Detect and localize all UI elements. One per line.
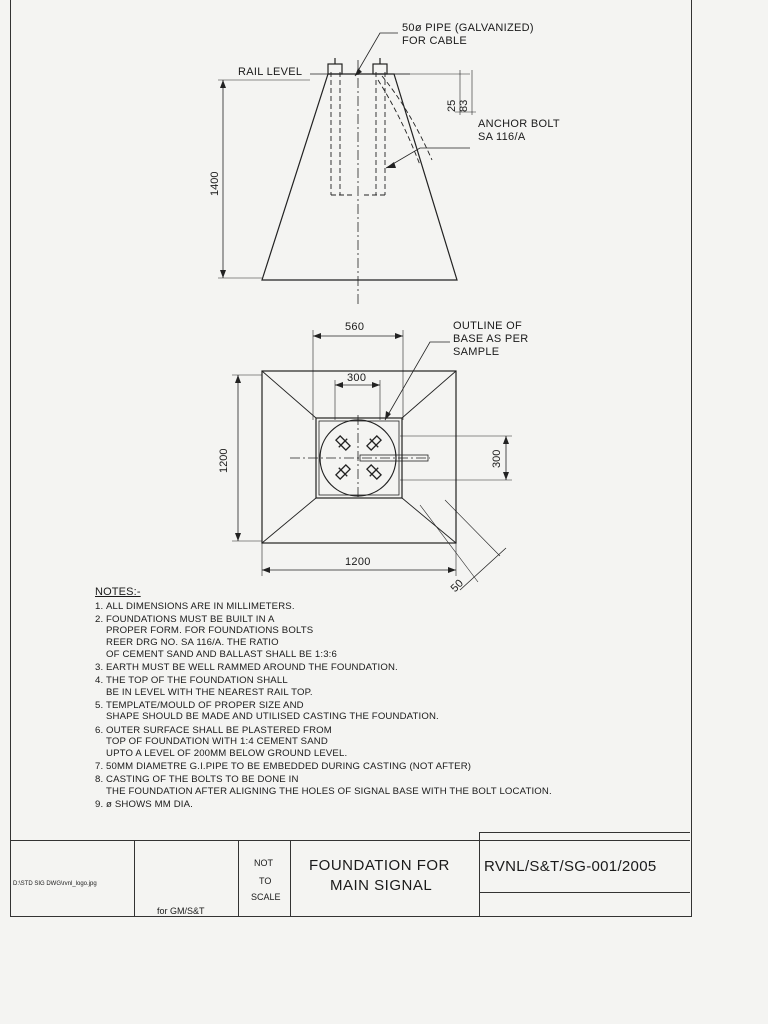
dim-1200-bottom: 1200	[345, 556, 371, 568]
signatory: for GM/S&T	[157, 906, 205, 916]
note-item: 9.ø SHOWS MM DIA.	[95, 798, 193, 810]
outline-label-1: OUTLINE OF	[453, 320, 523, 332]
drawing-number: RVNL/S&T/SG-001/2005	[484, 858, 657, 875]
scale-line-2: TO	[259, 876, 272, 886]
drawing-title-2: MAIN SIGNAL	[330, 877, 433, 894]
notes-list: 1.ALL DIMENSIONS ARE IN MILLIMETERS. 2.F…	[95, 601, 552, 811]
dim-1400: 1400	[209, 171, 221, 196]
scale-line-3: SCALE	[251, 892, 281, 902]
scale-line-1: NOT	[254, 858, 273, 868]
rail-level-label: RAIL LEVEL	[238, 66, 303, 78]
note-item: 6.OUTER SURFACE SHALL BE PLASTERED FROM …	[95, 724, 348, 759]
note-item: 5.TEMPLATE/MOULD OF PROPER SIZE AND SHAP…	[95, 699, 439, 723]
notes-block: NOTES:- 1.ALL DIMENSIONS ARE IN MILLIMET…	[95, 586, 552, 812]
cable-pipe-hidden	[381, 75, 433, 161]
anchor-bolts-elevation	[330, 72, 386, 196]
bolt-symbols-plan	[335, 435, 382, 480]
pipe-label-1: 50ø PIPE (GALVANIZED)	[402, 22, 534, 34]
note-item: 3.EARTH MUST BE WELL RAMMED AROUND THE F…	[95, 661, 398, 673]
dim-83: 83	[458, 99, 470, 112]
notes-heading: NOTES:-	[95, 586, 141, 598]
dim-300-top: 300	[347, 372, 367, 384]
outline-label-2: BASE AS PER	[453, 333, 529, 345]
drawing-sheet	[10, 0, 692, 917]
note-item: 4.THE TOP OF THE FOUNDATION SHALL BE IN …	[95, 674, 313, 698]
outline-label-3: SAMPLE	[453, 346, 500, 358]
foundation-plan-outer	[261, 370, 457, 544]
dim-25: 25	[446, 99, 458, 112]
anchor-bolt-label-2: SA 116/A	[478, 131, 526, 143]
foundation-elevation-outline	[261, 73, 458, 281]
dim-560: 560	[345, 321, 365, 333]
title-block: D:\STD SIG DWG\rvnl_logo.jpg for GM/S&T …	[10, 832, 690, 916]
file-path: D:\STD SIG DWG\rvnl_logo.jpg	[13, 881, 97, 887]
note-item: 2.FOUNDATIONS MUST BE BUILT IN A PROPER …	[95, 613, 337, 660]
dim-1200-side: 1200	[218, 448, 230, 473]
note-item: 8.CASTING OF THE BOLTS TO BE DONE IN THE…	[95, 774, 552, 797]
drawing-title-1: FOUNDATION FOR	[309, 857, 450, 874]
dim-300-side: 300	[491, 449, 503, 468]
pipe-label-2: FOR CABLE	[402, 35, 468, 47]
anchor-bolt-label-1: ANCHOR BOLT	[478, 118, 560, 130]
note-item: 7.50MM DIAMETRE G.I.PIPE TO BE EMBEDDED …	[95, 760, 472, 772]
note-item: 1.ALL DIMENSIONS ARE IN MILLIMETERS.	[95, 600, 295, 612]
